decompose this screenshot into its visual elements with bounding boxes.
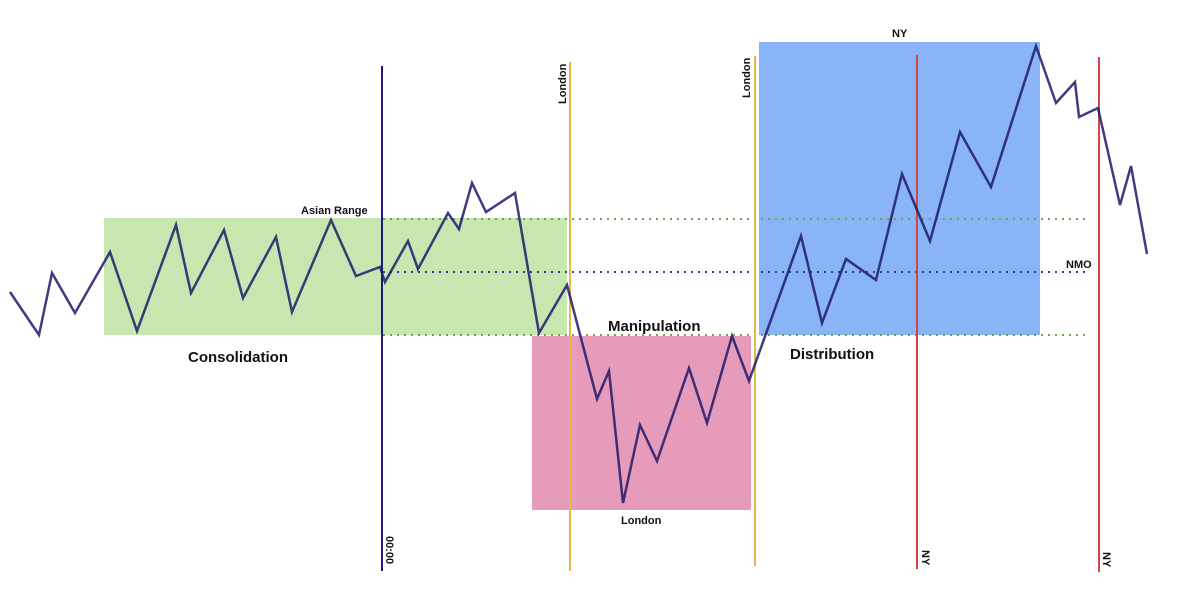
consolidation-zone — [104, 218, 567, 335]
ny-vertical-label-1: NY — [919, 550, 931, 566]
london-vertical-label-2: London — [741, 57, 753, 98]
midnight-label: 00:00 — [383, 536, 395, 564]
nmo-label: NMO — [1066, 259, 1092, 271]
london-vertical-label-1: London — [557, 63, 569, 104]
asian-range-label: Asian Range — [301, 205, 368, 217]
manipulation-zone — [532, 336, 751, 510]
distribution-label: Distribution — [790, 346, 874, 363]
ny-top-label: NY — [892, 28, 908, 40]
manipulation-label: Manipulation — [608, 318, 701, 335]
ny-vertical-label-2: NY — [1100, 552, 1112, 568]
london-bottom-label: London — [621, 515, 662, 527]
consolidation-label: Consolidation — [188, 349, 288, 366]
price-line — [8, 42, 1149, 504]
